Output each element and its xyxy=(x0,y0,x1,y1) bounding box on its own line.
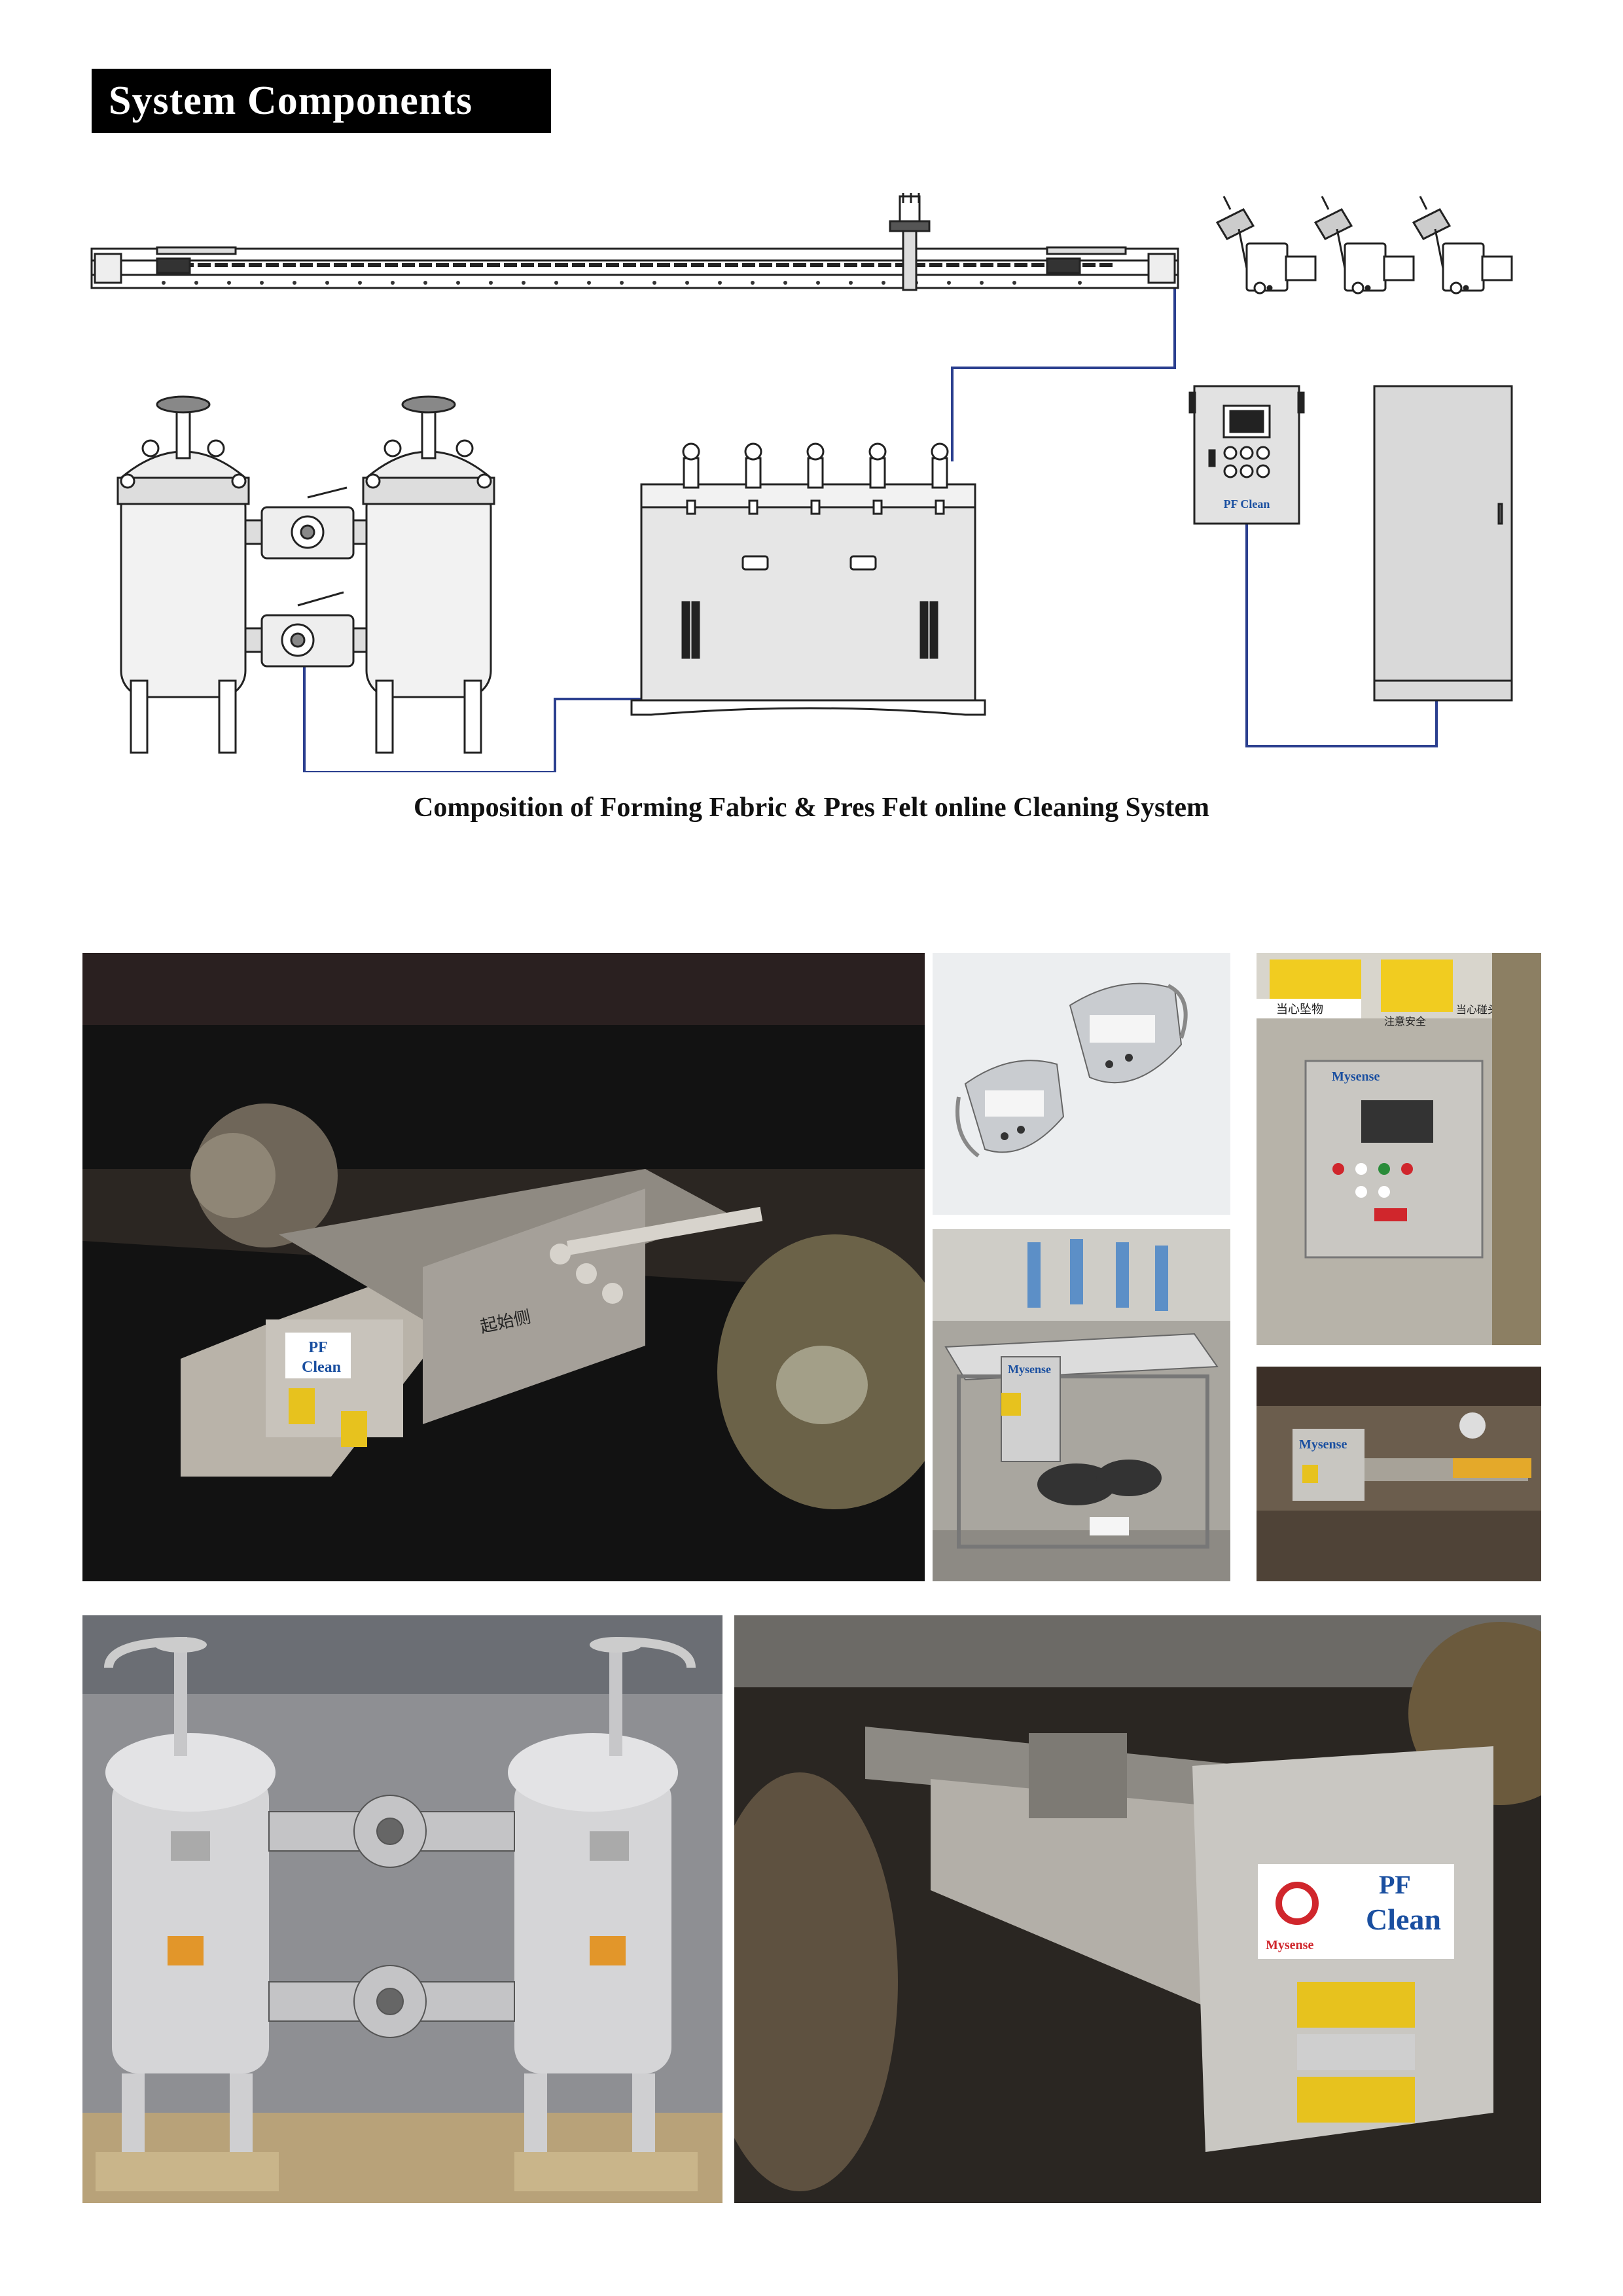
beam-rivets xyxy=(162,281,1082,285)
installed-head-side xyxy=(931,1779,1271,2034)
filter-vessel-right xyxy=(362,395,495,754)
photo1-brand-pf: PF xyxy=(308,1339,327,1356)
valve-manifold xyxy=(244,486,368,668)
twin-filter-vessels xyxy=(116,395,495,754)
photo-vessel-right xyxy=(508,1637,698,2191)
photo-twin-filters xyxy=(82,1615,722,2203)
beam-carriage xyxy=(889,193,931,291)
system-diagram: PF Clean xyxy=(90,193,1513,772)
photo-nozzle-box: Mysense xyxy=(1257,1367,1541,1581)
photo7-brand-clean: Clean xyxy=(1366,1903,1441,1936)
photo3-sign1: 当心坠物 xyxy=(1276,1003,1323,1016)
photo3-brand: Mysense xyxy=(1332,1069,1380,1084)
pump-skid-unit xyxy=(630,442,986,716)
diagram-caption: Composition of Forming Fabric & Pres Fel… xyxy=(414,793,1209,823)
photo-skid-pump: Mysense xyxy=(933,1229,1230,1581)
control-box-label: PF Clean xyxy=(1224,497,1270,511)
connection-lines xyxy=(303,288,1438,772)
photo5-brand: Mysense xyxy=(1299,1437,1347,1452)
photo3-sign2: 注意安全 xyxy=(1384,1015,1426,1028)
section-title: System Components xyxy=(109,79,473,123)
installed-brand-panel xyxy=(1258,1864,1454,1959)
photo-control-cabinet: 当心坠物 注意安全 当心碰头 Mysense xyxy=(1257,953,1541,1345)
photo-nozzle-render xyxy=(933,953,1230,1215)
nozzle-bar xyxy=(550,1206,763,1304)
render-head-right xyxy=(1069,982,1188,1084)
photo-cleaning-head: PF Clean 起始侧 xyxy=(82,953,925,1581)
nozzle-heads xyxy=(1215,196,1513,295)
electrical-cabinet xyxy=(1373,385,1513,702)
traverse-beam xyxy=(90,246,1179,289)
photo-vessel-left xyxy=(96,1637,279,2191)
photo3-sign3: 当心碰头 xyxy=(1456,1003,1498,1016)
photo7-brand-pf: PF xyxy=(1379,1870,1411,1899)
nozzle-head-1 xyxy=(1215,196,1317,295)
render-head-left xyxy=(955,1060,1065,1158)
photo-valve-manifold xyxy=(268,1795,515,2038)
photo7-brand-small: Mysense xyxy=(1266,1938,1313,1952)
pf-clean-label xyxy=(285,1333,351,1378)
control-box: PF Clean xyxy=(1188,385,1305,525)
photo4-brand: Mysense xyxy=(1008,1363,1051,1376)
photo-installed-head: PF Clean Mysense xyxy=(734,1615,1541,2203)
nozzle-head-2 xyxy=(1313,196,1415,295)
section-title-banner: System Components xyxy=(92,69,551,133)
filter-vessel-left xyxy=(116,395,250,754)
photo1-brand-clean: Clean xyxy=(302,1359,341,1376)
skid-valves xyxy=(682,442,949,515)
nozzle-head-3 xyxy=(1412,196,1513,295)
